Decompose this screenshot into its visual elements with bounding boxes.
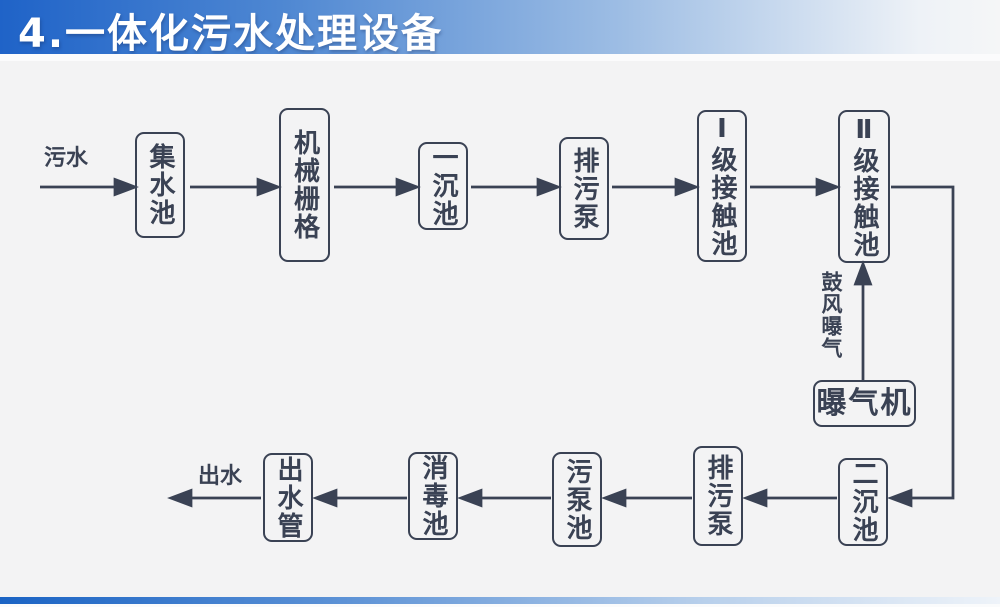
inflow-label: 污水 [44,146,89,171]
box-level2-contact-tank: Ⅱ级接触池 [838,110,890,263]
box-collection-tank: 集水池 [135,132,185,238]
box-sewage-pump-tank: 污泵池 [552,452,602,547]
bottom-margin [0,604,1000,607]
aeration-label: 鼓风曝气 [819,271,843,359]
outflow-label: 出水 [198,464,243,489]
box-aerator: 曝气机 [813,380,916,427]
box-sewage-pump-bottom: 排污泵 [693,446,743,546]
box-primary-sedimentation-tank: 一沉池 [418,142,468,230]
box-sewage-pump-top: 排污泵 [559,137,609,240]
bottom-accent-bar [0,597,1000,604]
box-outlet-pipe: 出水管 [263,453,313,542]
box-level1-contact-tank: Ⅰ级接触池 [697,110,747,262]
title-underline [0,54,1000,61]
title-bar: 4.一体化污水处理设备 [0,0,1000,57]
box-mechanical-screen: 机械栅格 [279,108,330,262]
box-secondary-sedimentation-tank: 二沉池 [838,458,888,546]
page-title: 4.一体化污水处理设备 [18,11,444,57]
box-disinfection-tank: 消毒池 [408,452,458,540]
